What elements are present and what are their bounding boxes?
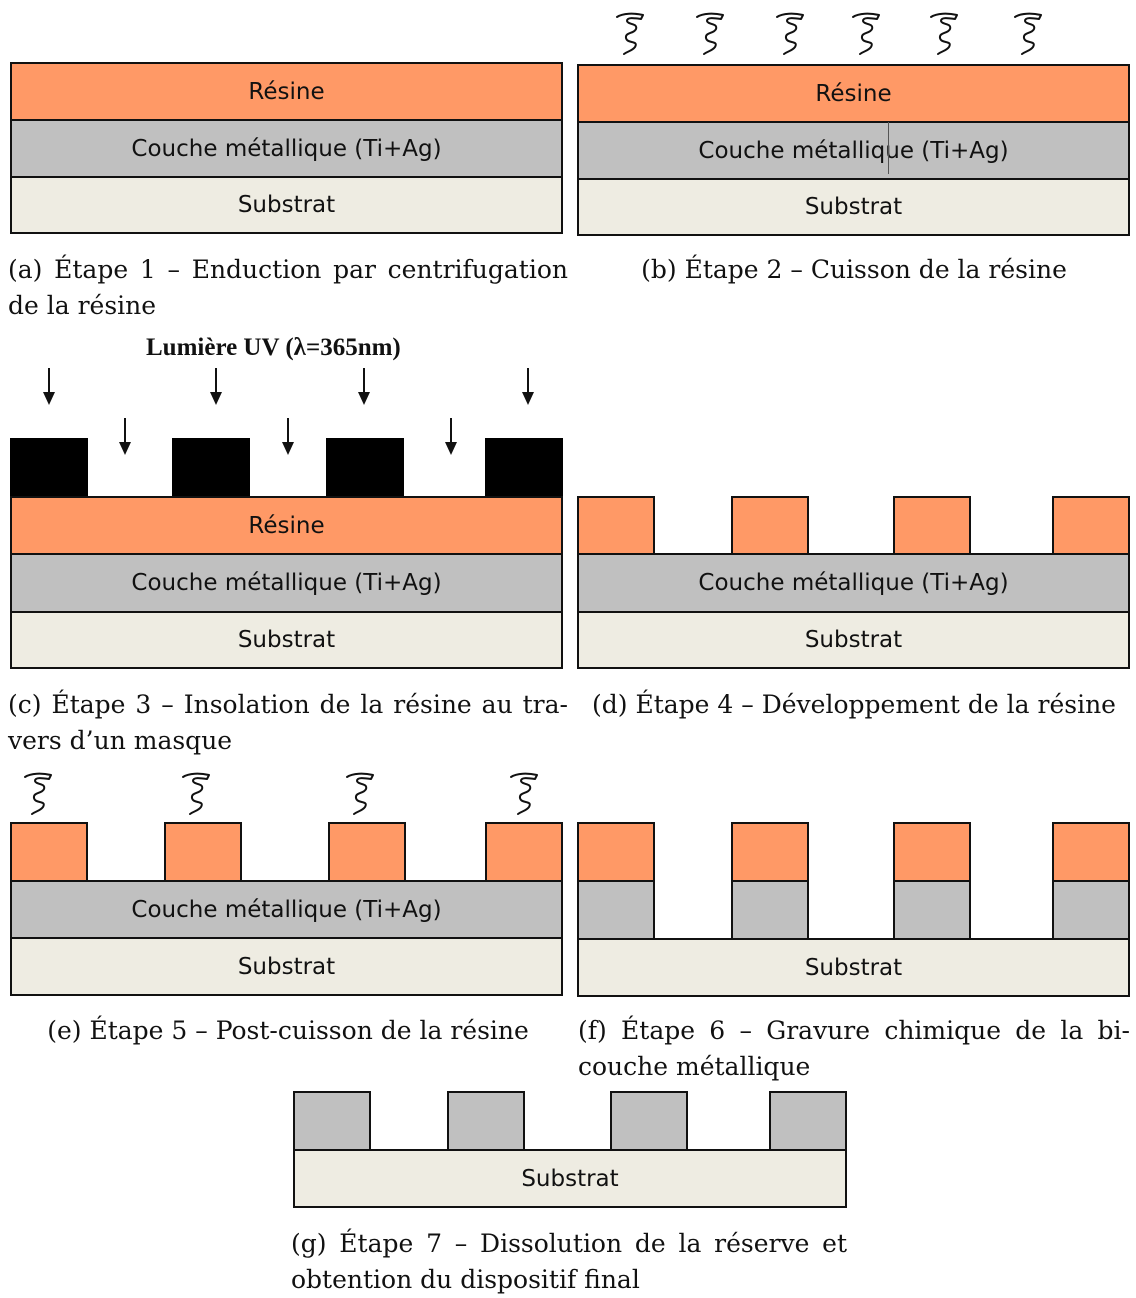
metal-layer: Couche métallique (Ti+Ag)	[10, 880, 563, 939]
heat-wave-icon	[850, 10, 882, 56]
resin-layer: Résine	[10, 62, 563, 121]
metal-layer: Couche métallique (Ti+Ag)	[10, 553, 563, 613]
substrate-layer: Substrat	[10, 611, 563, 669]
caption-d: (d) Étape 4 – Développement de la résine	[576, 687, 1132, 723]
metal-pad	[610, 1091, 688, 1151]
resin-pad	[1052, 496, 1130, 555]
caption-e: (e) Étape 5 – Post-cuisson de la résine	[8, 1013, 568, 1049]
photomask-block	[172, 438, 250, 498]
metal-label: Couche métallique (Ti+Ag)	[698, 570, 1009, 596]
resin-layer: Résine	[577, 64, 1130, 123]
down-arrow-icon	[521, 368, 535, 406]
heat-wave-icon	[614, 10, 646, 56]
heat-wave-icon	[1012, 10, 1044, 56]
down-arrow-icon	[209, 368, 223, 406]
resin-pad	[485, 822, 563, 882]
metal-layer: Couche métallique (Ti+Ag)	[10, 119, 563, 178]
heat-wave-icon	[928, 10, 960, 56]
substrate-label: Substrat	[804, 954, 903, 981]
resin-pad	[164, 822, 242, 882]
resin-label: Résine	[815, 80, 892, 107]
caption-b: (b) Étape 2 – Cuisson de la résine	[576, 252, 1132, 288]
metal-label: Couche métallique (Ti+Ag)	[131, 570, 442, 596]
metal-pad	[577, 880, 655, 940]
photomask-block	[485, 438, 563, 498]
substrate-layer: Substrat	[293, 1149, 847, 1208]
caption-c: (c) Étape 3 – Insolation de la résine au…	[8, 687, 568, 759]
caption-line: de la résine	[8, 291, 157, 320]
substrate-layer: Substrat	[577, 938, 1130, 997]
uv-light-label: Lumière UV (λ=365nm)	[146, 334, 401, 361]
caption-line: vers d’un masque	[8, 726, 233, 755]
resin-pad	[577, 496, 655, 555]
heat-wave-icon	[22, 770, 54, 816]
substrate-layer: Substrat	[10, 937, 563, 996]
caption-line: (a) Étape 1 – Enduction par centrifugati…	[8, 255, 568, 284]
caption-line: obtention du dispositif final	[291, 1265, 640, 1294]
resin-label: Résine	[248, 78, 325, 105]
resin-layer: Résine	[10, 496, 563, 555]
caption-line: (b) Étape 2 – Cuisson de la résine	[641, 255, 1067, 284]
substrate-label: Substrat	[237, 953, 336, 980]
heat-wave-icon	[774, 10, 806, 56]
resin-pad	[731, 496, 809, 555]
caption-a: (a) Étape 1 – Enduction par centrifugati…	[8, 252, 568, 324]
resin-pad	[731, 822, 809, 882]
metal-pad	[447, 1091, 525, 1151]
caption-line: (e) Étape 5 – Post-cuisson de la résine	[47, 1016, 529, 1045]
substrate-label: Substrat	[804, 627, 903, 653]
substrate-layer: Substrat	[577, 178, 1130, 236]
divider-line	[888, 122, 889, 174]
resin-pad	[893, 496, 971, 555]
metal-label: Couche métallique (Ti+Ag)	[698, 137, 1009, 164]
resin-pad	[10, 822, 88, 882]
metal-label: Couche métallique (Ti+Ag)	[131, 135, 442, 162]
substrate-label: Substrat	[521, 1165, 619, 1192]
caption-line: (d) Étape 4 – Développement de la résine	[592, 690, 1116, 719]
heat-wave-icon	[344, 770, 376, 816]
resin-pad	[1052, 822, 1130, 882]
resin-pad	[328, 822, 406, 882]
substrate-label: Substrat	[237, 627, 336, 653]
metal-pad	[1052, 880, 1130, 940]
caption-line: (g) Étape 7 – Dissolution de la réserve …	[291, 1229, 847, 1258]
metal-label: Couche métallique (Ti+Ag)	[131, 896, 442, 923]
down-arrow-icon	[118, 418, 132, 456]
heat-wave-icon	[694, 10, 726, 56]
metal-pad	[893, 880, 971, 940]
resin-label: Résine	[248, 512, 325, 539]
substrate-label: Substrat	[237, 192, 336, 218]
metal-pad	[731, 880, 809, 940]
metal-pad	[293, 1091, 371, 1151]
down-arrow-icon	[357, 368, 371, 406]
down-arrow-icon	[42, 368, 56, 406]
caption-f: (f) Étape 6 – Gravure chimique de la bi-…	[578, 1013, 1130, 1085]
metal-pad	[769, 1091, 847, 1151]
resin-pad	[893, 822, 971, 882]
caption-line: (c) Étape 3 – Insolation de la résine au…	[8, 690, 568, 719]
substrate-label: Substrat	[804, 194, 903, 220]
resin-pad	[577, 822, 655, 882]
caption-line: (f) Étape 6 – Gravure chimique de la bi-	[578, 1016, 1130, 1045]
metal-layer: Couche métallique (Ti+Ag)	[577, 121, 1130, 180]
photomask-block	[326, 438, 404, 498]
heat-wave-icon	[508, 770, 540, 816]
photomask-block	[10, 438, 88, 498]
caption-line: couche métallique	[578, 1052, 811, 1081]
down-arrow-icon	[444, 418, 458, 456]
substrate-layer: Substrat	[577, 611, 1130, 669]
caption-g: (g) Étape 7 – Dissolution de la réserve …	[291, 1226, 847, 1298]
heat-wave-icon	[180, 770, 212, 816]
down-arrow-icon	[281, 418, 295, 456]
metal-layer: Couche métallique (Ti+Ag)	[577, 553, 1130, 613]
substrate-layer: Substrat	[10, 176, 563, 234]
